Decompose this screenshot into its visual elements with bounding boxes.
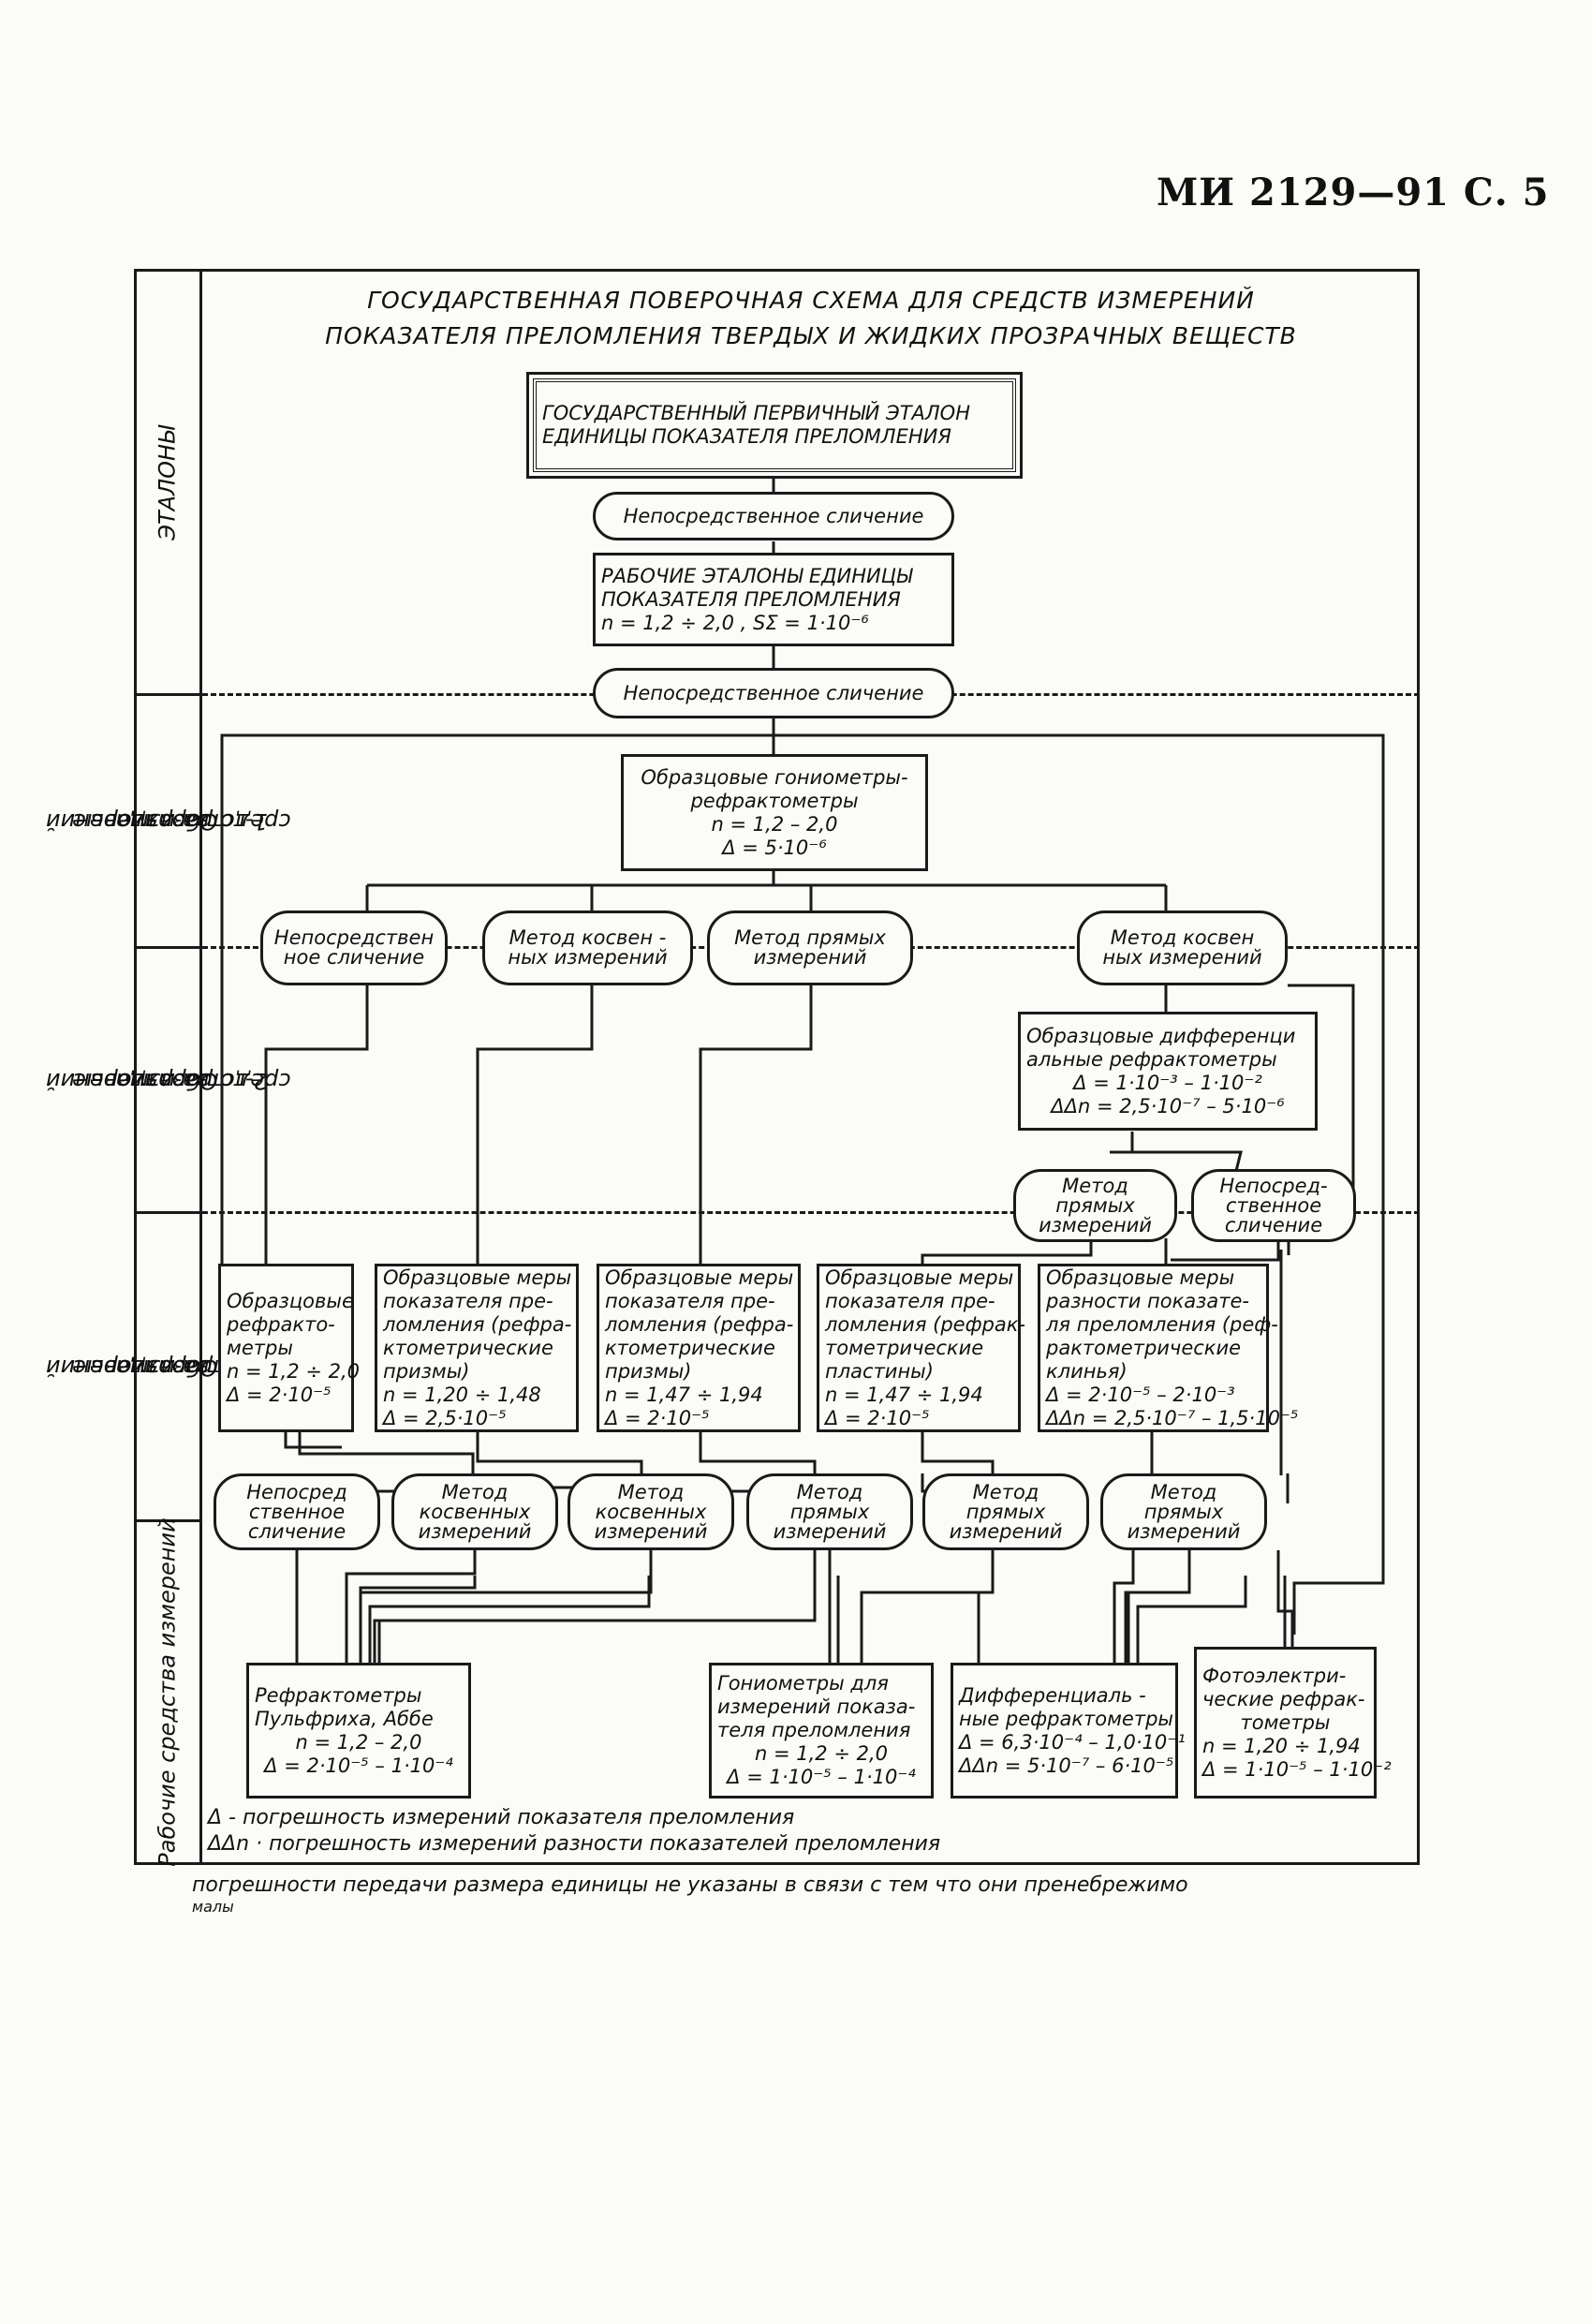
scheme-frame	[134, 269, 1420, 1865]
method-indirect-measurements: Метод косвен -ных измерений	[482, 910, 693, 985]
primary-etalon-box: ГОСУДАРСТВЕННЫЙ ПЕРВИЧНЫЙ ЭТАЛОН ЕДИНИЦЫ…	[526, 372, 1023, 479]
level-dashed-line	[202, 1211, 1420, 1214]
method-direct-comparison: Непосредственное сличение	[593, 492, 954, 540]
scheme-title-line1: ГОСУДАРСТВЕННАЯ ПОВЕРОЧНАЯ СХЕМА ДЛЯ СРЕ…	[367, 287, 1255, 314]
level-separator	[134, 1211, 202, 1214]
legend-delta: Δ - погрешность измерений показателя пре…	[208, 1806, 795, 1829]
working-etalons-box: РАБОЧИЕ ЭТАЛОНЫ ЕДИНИЦЫ ПОКАЗАТЕЛЯ ПРЕЛО…	[593, 553, 954, 646]
scheme-title-line2: ПОКАЗАТЕЛЯ ПРЕЛОМЛЕНИЯ ТВЕРДЫХ И ЖИДКИХ …	[325, 322, 1297, 349]
level-separator	[134, 1519, 202, 1522]
footnote-line2: малы	[192, 1898, 234, 1916]
document-number: МИ 2129—91 С. 5	[1157, 170, 1550, 215]
level-separator	[134, 693, 202, 696]
levels-column	[134, 269, 202, 1865]
footnote-line1: погрешности передачи размера единицы не …	[192, 1873, 1188, 1897]
reference-differential-refractometers-box: Образцовые дифференци альные рефрактомет…	[1018, 1012, 1318, 1131]
level-separator	[134, 946, 202, 949]
reference-goniometers-box: Образцовые гониометры- рефрактометры n =…	[621, 754, 928, 871]
working-differential-refractometers-box: Дифференциаль -ные рефрактометры Δ = 6,3…	[951, 1663, 1186, 1799]
method-direct-comparison: Непосредственное сличение	[593, 668, 954, 718]
legend-delta-dn: ΔΔn · погрешность измерений разности пок…	[208, 1832, 941, 1856]
